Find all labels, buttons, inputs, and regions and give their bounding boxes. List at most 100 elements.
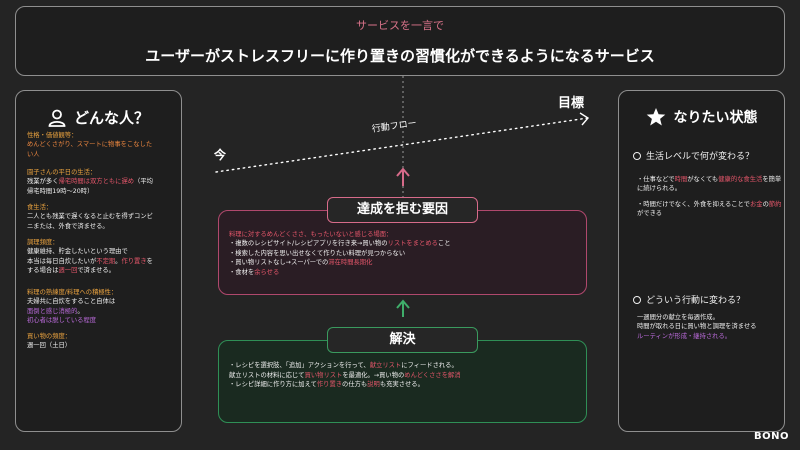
answer-life-1: ・仕事などで時間がなくても健康的な食生活を簡単に続けられる。 [637,175,782,194]
proficiency-heading: 料理の熟練度/料理への積極性： [27,289,118,296]
answer-life-2-c: ができる [637,210,663,218]
solution-item-2-highlight-2: めんどくささを解消 [404,371,461,379]
weekday-text-a: 残業が多く [27,178,59,186]
brand-logo: BONO [754,431,789,442]
answer-life-1-c: を簡単に続けられる。 [637,176,782,193]
diet-heading: 食生活： [27,204,53,211]
persona-title: どんな人？ [73,109,149,127]
persona-proficiency: 料理の熟練度/料理への積極性： 夫婦共に自炊をすること自体は 面倒と感じ消極的。… [27,288,177,326]
persona-traits: 性格・価値観等： めんどくさがり、スマートに物事をこなした い人 [27,131,177,159]
solution-item-3-mid: の仕方も [342,381,368,389]
answer-life-1-highlight-2: 健康的な食生活 [718,176,763,183]
solution-item-1-highlight: 献立リスト [369,362,402,369]
person-icon [48,109,66,127]
proficiency-text-2a: 。 [77,307,84,315]
cooking-text-2c: を [146,257,153,265]
solution-item-1-text: ・レシピを選択肢、「追加」アクションを行って、 [229,362,370,369]
answer-life-2: ・時間だけでなく、外食を抑えることでお金の節約ができる [637,200,782,219]
solution-item-2-mid: を最適化。→買い物の [342,371,405,379]
problem-item-1-text: ・複数のレシピサイト/レシピアプリを行き来→買い物の [229,240,388,247]
weekday-highlight: 帰宅時間は双方ともに遅め [58,178,135,186]
answer-life-2-highlight-2: 節約 [768,201,782,208]
goal-state-panel: なりたい状態 生活レベルで何が変わる？ ・仕事などで時間がなくても健康的な食生活… [618,90,785,432]
solution-item-2-highlight-1: 買い物リスト [304,371,343,379]
problem-tag: 達成を拒む要因 [327,197,478,223]
proficiency-text-1: 夫婦共に自炊をすること自体は [27,298,116,306]
traits-text-1: めんどくさがり、スマートに物事をこなした [27,141,153,149]
shopping-heading: 買い物の頻度： [27,333,72,340]
problem-item-4-text: ・食材を [229,268,255,276]
service-summary-title: ユーザーがストレスフリーに作り置きの習慣化ができるようになるサービス [145,47,655,65]
list-item: ・レシピ詳細に作り方に加えて作り置きの仕方も説明も充実させる。 [229,380,461,390]
cooking-highlight-1: 不定期 [96,257,116,265]
circle-bullet-icon [633,151,641,160]
persona-header: どんな人？ [16,107,181,128]
solution-list: ・レシピを選択肢、「追加」アクションを行って、献立リストにフィードされる。 献立… [229,361,461,390]
solution-up-arrow [396,299,410,317]
persona-panel: どんな人？ 性格・価値観等： めんどくさがり、スマートに物事をこなした い人 園… [15,90,182,432]
list-item: ・レシピを選択肢、「追加」アクションを行って、献立リストにフィードされる。 [229,361,461,371]
problem-up-arrow [396,167,410,186]
cooking-highlight-2: 作り置き [121,257,147,265]
cooking-highlight-3: 週一回 [58,267,78,275]
answer-life-1-b: がなくても [687,176,719,183]
action-flow-arrowhead [579,112,590,126]
service-summary-box: サービスを一言で ユーザーがストレスフリーに作り置きの習慣化ができるようになるサ… [15,6,785,76]
star-icon [646,108,665,126]
solution-item-1-tail: にフィードされる。 [401,362,458,369]
answer-life-2-a: ・時間だけでなく、外食を抑えることで [637,201,750,208]
persona-shopping: 買い物の頻度： 週一回（土日） [27,332,177,351]
weekday-text-b: （平均 [134,178,153,186]
problem-list: ・複数のレシピサイト/レシピアプリを行き来→買い物のリストをまとめること ・検索… [229,239,451,277]
cooking-heading: 調理頻度： [27,239,59,246]
problem-item-3-highlight: 滞在時間長期化 [328,259,373,267]
cooking-text-3b: で済ませる。 [77,267,115,275]
traits-text-2: い人 [27,150,40,158]
problem-item-2-text: ・検索した内容を思い出せなくて作りたい料理が見つからない [229,249,406,257]
list-item: ・食材を余らせる [229,268,451,278]
shopping-text-1: 週一回（土日） [27,342,72,350]
weekday-text: 残業が多く帰宅時間は双方ともに遅め（平均 [27,177,177,186]
service-summary-label: サービスを一言で [356,19,444,32]
list-item: ・買い物リストなし→スーパーでの滞在時間長期化 [229,258,451,268]
answer-life-2-b: の [762,201,769,208]
proficiency-highlight-1: 面倒と感じ消極的 [27,307,78,315]
solution-item-3-highlight-2: 説明 [367,381,380,389]
solution-item-2-text: 献立リストの材料に応じて [229,371,305,379]
diet-text-1: 二人とも残業で遅くなると止むを得ずコンビ [27,213,153,221]
goal-state-title: なりたい状態 [673,110,758,126]
action-flow-line [215,117,589,173]
answer-behavior-3: ルーティンが形成・継持される。 [637,332,732,340]
goal-state-header: なりたい状態 [619,107,784,127]
problem-box: 料理に対するめんどくささ、もったいないと感じる場面： ・複数のレシピサイト/レシ… [218,210,587,295]
question-life-change-text: 生活レベルで何が変わる？ [646,152,755,162]
list-item: ・検索した内容を思い出せなくて作りたい料理が見つからない [229,249,451,259]
question-life-change: 生活レベルで何が変わる？ [633,149,754,162]
answer-life-2-highlight-1: お金 [749,201,763,208]
flow-goal-label: 目標 [558,96,585,111]
traits-heading: 性格・価値観等： [27,132,78,139]
weekday-text-2: 帰宅時間19時〜20時） [27,187,94,195]
solution-item-3-highlight-1: 作り置き [316,381,343,389]
proficiency-highlight-2: 初心者は脱している程度 [27,317,97,325]
solution-box: ・レシピを選択肢、「追加」アクションを行って、献立リストにフィードされる。 献立… [218,340,587,423]
persona-diet: 食生活： 二人とも残業で遅くなると止むを得ずコンビ ニまたは、外食で済ませる。 [27,203,177,231]
answer-life-1-highlight-1: 時間 [674,176,688,183]
problem-title: 料理に対するめんどくささ、もったいないと感じる場面： [229,231,393,238]
persona-cooking: 調理頻度： 健康維持、貯金したいという理由で 本当は毎日自炊したいが不定期。作り… [27,238,177,276]
list-item: ・複数のレシピサイト/レシピアプリを行き来→買い物のリストをまとめること [229,239,451,249]
persona-weekday: 園子さんの平日の生活： 残業が多く帰宅時間は双方ともに遅め（平均 帰宅時間19時… [27,168,177,196]
circle-bullet-icon [633,295,641,304]
solution-item-3-text: ・レシピ詳細に作り方に加えて [229,381,317,389]
cooking-text-1: 健康維持、貯金したいという理由で [27,248,128,256]
cooking-text-2a: 本当は毎日自炊したいが [27,257,97,265]
answer-behavior-1: 一週間分の献立を毎週作成。 [637,314,719,321]
problem-item-1-highlight: リストをまとめる [387,240,438,247]
diet-text-2: ニまたは、外食で済ませる。 [27,222,109,230]
cooking-text-2: 本当は毎日自炊したいが不定期。作り置きを [27,257,177,266]
answer-life-1-a: ・仕事などで [637,176,675,183]
problem-item-1-tail: こと [437,240,451,247]
cooking-text-2b: 。 [115,257,122,265]
problem-item-4-highlight: 余らせる [254,268,280,276]
proficiency-text-2: 面倒と感じ消極的。 [27,307,177,316]
